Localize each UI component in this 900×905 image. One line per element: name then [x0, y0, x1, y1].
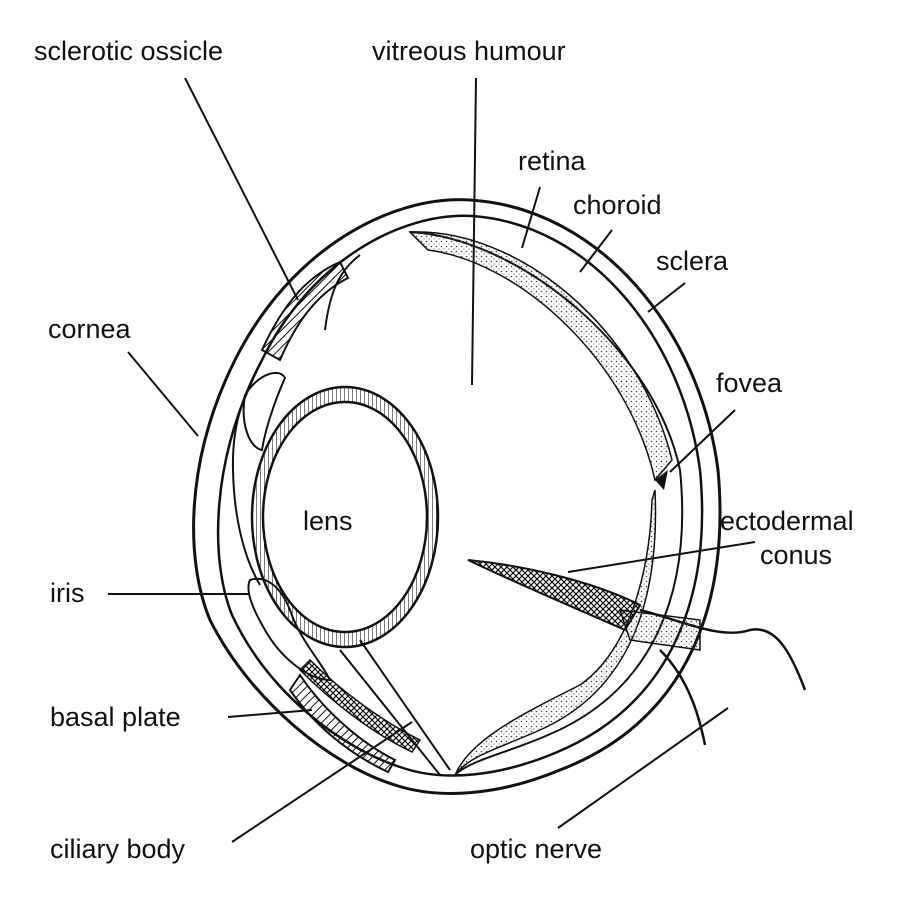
- leader-ciliary-body: [231, 721, 413, 843]
- leader-choroid: [579, 229, 613, 273]
- leader-fovea: [669, 409, 736, 473]
- sclera-outer: [192, 198, 722, 795]
- leader-vitreous-humour: [471, 77, 477, 386]
- leader-sclerotic-ossicle: [184, 77, 299, 301]
- retina-stipple-band: [408, 231, 673, 482]
- leader-optic-nerve: [557, 707, 729, 829]
- iris-upper: [242, 371, 287, 452]
- leader-cornea: [127, 351, 199, 437]
- ciliary-body-detail: [298, 658, 422, 753]
- label-ectodermal: ectodermal: [720, 506, 854, 536]
- label-conus: conus: [760, 540, 833, 570]
- fovea-notch: [655, 470, 668, 490]
- choroid-layer: [216, 214, 704, 777]
- leader-lines: [108, 77, 756, 843]
- label-basal-plate: basal plate: [50, 702, 181, 732]
- label-cornea: cornea: [48, 314, 131, 344]
- label-iris: iris: [50, 578, 85, 608]
- label-optic-nerve: optic nerve: [470, 834, 603, 864]
- label-vitreous-humour: vitreous humour: [372, 36, 566, 66]
- sclerotic-ossicle-lower: [288, 673, 397, 774]
- leader-basal-plate: [227, 709, 313, 718]
- leader-retina: [521, 186, 541, 249]
- label-retina: retina: [518, 146, 586, 176]
- label-fovea: fovea: [716, 368, 783, 398]
- ectodermal-conus: [467, 559, 642, 632]
- ciliary-strands: [324, 254, 451, 776]
- lens-inner: [261, 400, 429, 634]
- leader-sclera: [647, 282, 686, 313]
- leader-ectodermal-conus: [567, 541, 756, 573]
- label-ciliary-body: ciliary body: [50, 834, 186, 864]
- label-sclerotic-ossicle: sclerotic ossicle: [34, 36, 224, 66]
- label-sclera: sclera: [656, 246, 729, 276]
- sclerotic-ossicle-upper: [260, 260, 350, 362]
- label-lens: lens: [303, 506, 353, 536]
- label-choroid: choroid: [573, 190, 662, 220]
- optic-nerve-head: [618, 609, 701, 651]
